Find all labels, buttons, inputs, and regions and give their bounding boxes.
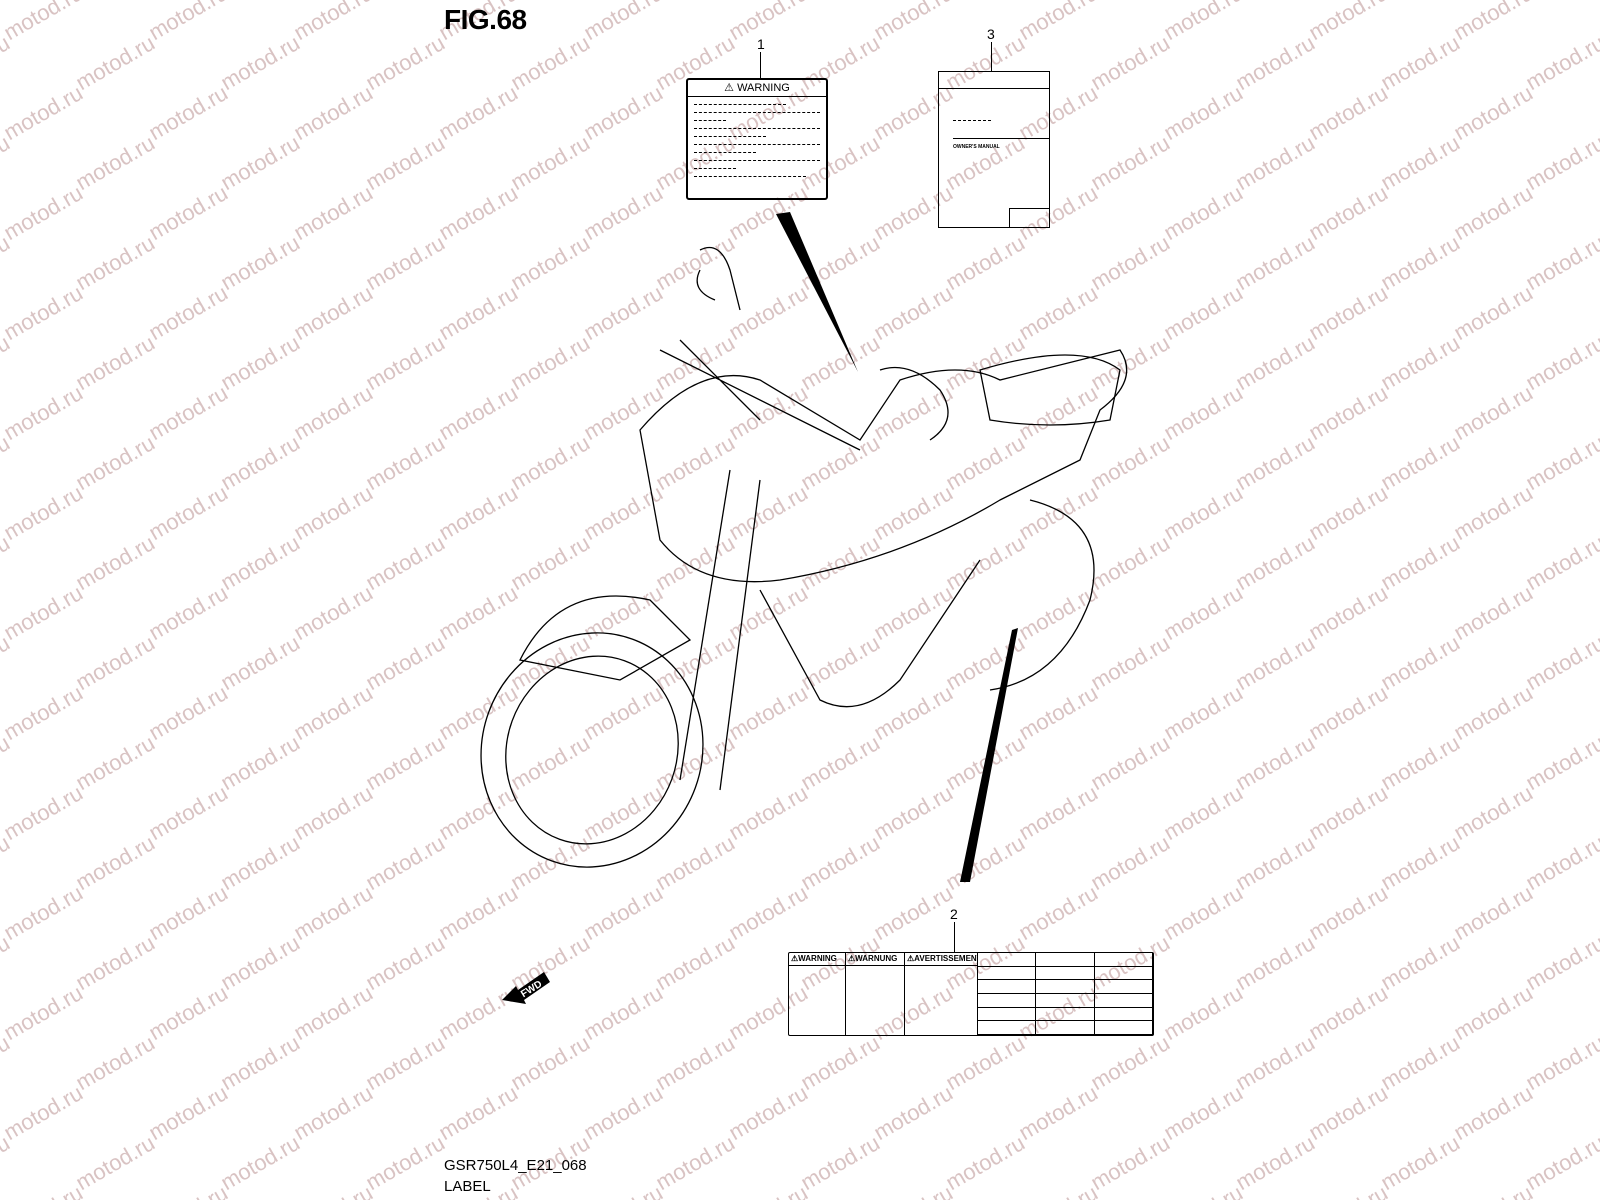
brand-logo-icon: [1009, 208, 1050, 227]
warning-label-heading: ⚠ WARNING: [688, 80, 826, 97]
label-column-english: ⚠WARNING: [789, 953, 846, 1035]
owners-manual-title: OWNER'S MANUAL: [953, 144, 1000, 150]
spec-table: [978, 953, 1153, 1035]
callout-number-2: 2: [950, 906, 958, 922]
callout-leader-3: [991, 42, 992, 71]
label-column-french: ⚠AVERTISSEMENT: [905, 953, 978, 1035]
multilingual-warning-label-part[interactable]: ⚠WARNING ⚠WARNUNG ⚠AVERTISSEMENT: [788, 952, 1154, 1036]
figure-title: FIG.68: [444, 4, 527, 35]
callout-leader-1: [760, 52, 761, 78]
label-column-german: ⚠WARNUNG: [846, 953, 905, 1035]
callout-number-3: 3: [987, 26, 995, 42]
fwd-arrow-icon: FWD: [502, 972, 550, 1004]
warning-label-part[interactable]: ⚠ WARNING: [686, 78, 828, 200]
figure-code: GSR750L4_E21_068: [444, 1157, 587, 1174]
callout-leader-2: [954, 922, 955, 952]
callout-number-1: 1: [757, 36, 765, 52]
owners-manual-part[interactable]: OWNER'S MANUAL: [938, 71, 1050, 228]
figure-caption: LABEL: [444, 1178, 491, 1195]
figure-footer: GSR750L4_E21_068 LABEL: [444, 1155, 587, 1197]
